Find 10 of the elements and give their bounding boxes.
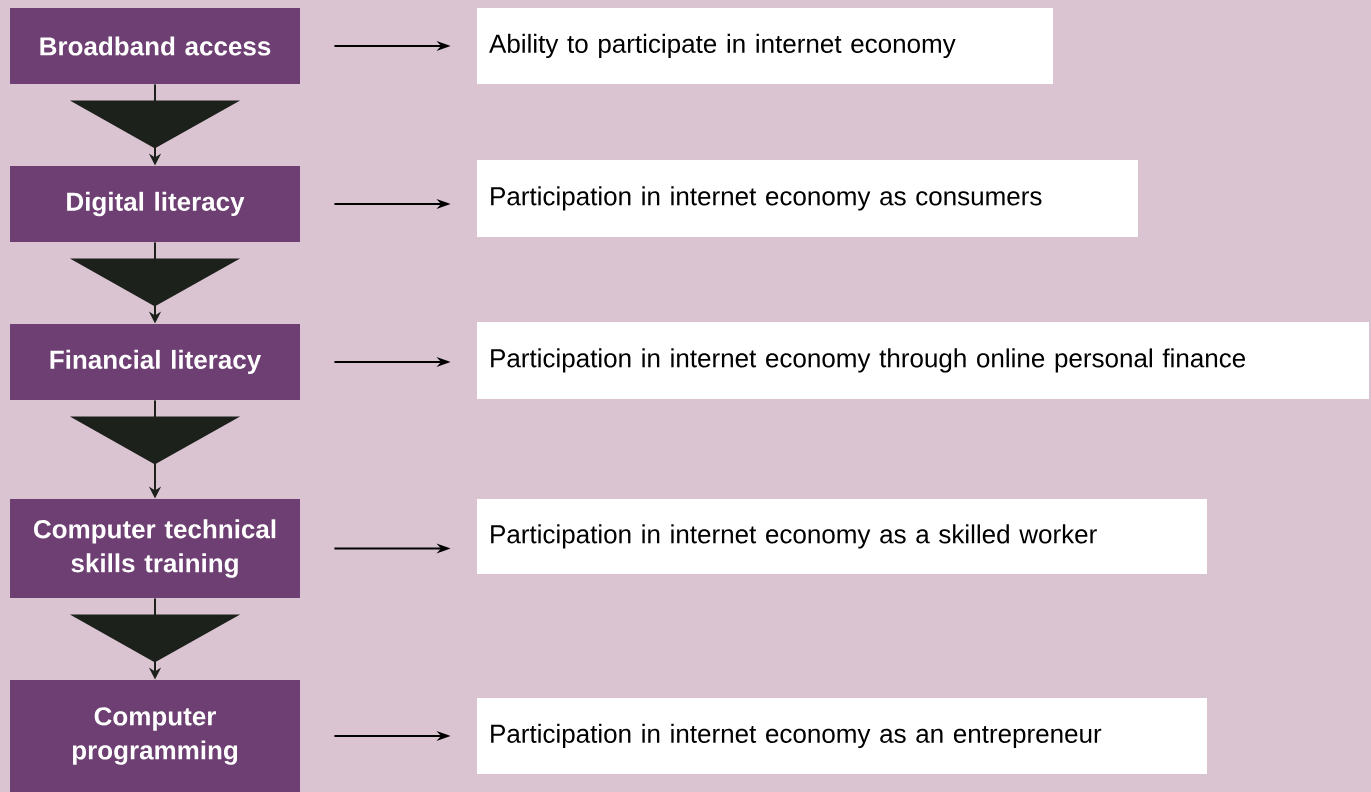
outcome-box: Ability to participate in internet economy <box>477 8 1053 84</box>
outcome-box: Participation in internet economy as an entrepreneur <box>477 698 1207 774</box>
outcome-box: Participation in internet economy as a skilled worker <box>477 499 1207 574</box>
outcome-box: Participation in internet economy as consumers <box>477 160 1138 237</box>
step-box: Computer programming <box>10 680 300 792</box>
step-box: Computer technical skills training <box>10 499 300 598</box>
outcome-box: Participation in internet economy through online personal finance <box>477 322 1369 399</box>
step-box: Digital literacy <box>10 166 300 242</box>
step-box: Financial literacy <box>10 324 300 400</box>
step-box: Broadband access <box>10 8 300 84</box>
